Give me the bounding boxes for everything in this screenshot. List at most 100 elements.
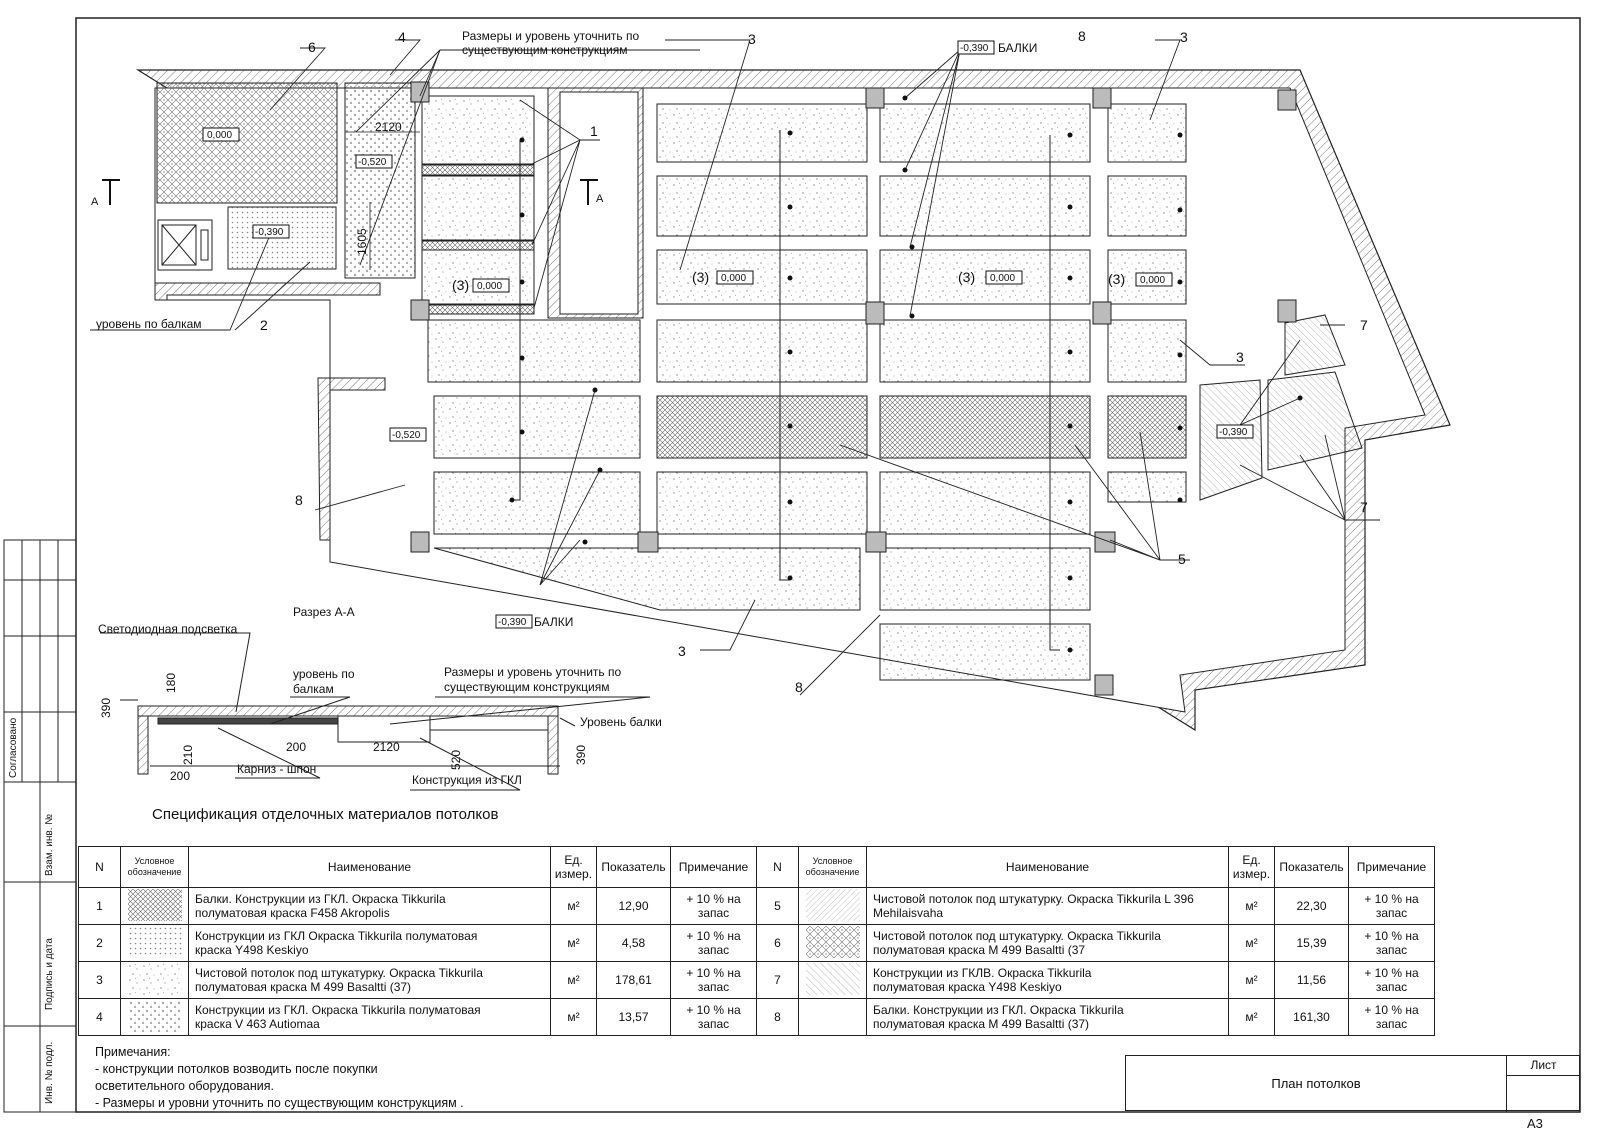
unit-cell: м² <box>550 924 597 962</box>
row-number: 3 <box>78 961 121 999</box>
material-name: Конструкции из ГКЛ. Окраска Tikkurila по… <box>188 998 551 1036</box>
notes-line: - Размеры и уровни уточнить по существую… <box>95 1096 464 1110</box>
level-points <box>509 95 1303 653</box>
dim-1605: 1605 <box>355 228 369 255</box>
th-name: Наименование <box>188 846 551 888</box>
section-gkl: Конструкция из ГКЛ <box>412 773 522 787</box>
ceiling-panels <box>427 103 1187 681</box>
note-clarify-l2: существующим конструкциям <box>462 43 627 57</box>
label-8-bottom: 8 <box>795 679 803 695</box>
material-swatch <box>127 888 182 921</box>
dim-2120: 2120 <box>375 120 402 134</box>
unit-cell: м² <box>1228 998 1275 1036</box>
paren3-a: (3) <box>452 277 469 293</box>
label-5: 5 <box>1178 551 1186 567</box>
sheet-format: А3 <box>1527 1116 1543 1131</box>
value-cell: 4,58 <box>596 924 671 962</box>
level-tag: 0,000 <box>1140 275 1165 286</box>
symbol-cell <box>120 887 189 925</box>
level-tag: 0,000 <box>721 273 746 284</box>
label-3-right: 3 <box>1180 29 1188 45</box>
sheet-cell: Лист <box>1506 1056 1580 1112</box>
th-value: Показатель <box>1274 846 1349 888</box>
material-name: Чистовой потолок под штукатурку. Окраска… <box>866 924 1229 962</box>
material-swatch <box>805 962 860 995</box>
row-number: 7 <box>756 961 799 999</box>
material-name: Конструкции из ГКЛ Окраска Tikkurila пол… <box>188 924 551 962</box>
floor-plan <box>90 39 1451 732</box>
level-tag: -0,390 <box>255 227 284 238</box>
section-clarify-l1: Размеры и уровень уточнить по <box>444 665 622 679</box>
th-note: Примечание <box>670 846 757 888</box>
row-number: 6 <box>756 924 799 962</box>
row-number: 4 <box>78 998 121 1036</box>
label-4: 4 <box>398 29 406 45</box>
symbol-cell <box>798 924 867 962</box>
level-tag: -0,390 <box>1219 427 1248 438</box>
row-number: 5 <box>756 887 799 925</box>
section-d390a: 390 <box>99 698 113 718</box>
paren3-c: (3) <box>958 269 975 285</box>
unit-cell: м² <box>1228 961 1275 999</box>
material-swatch <box>127 962 182 995</box>
section-d180: 180 <box>164 673 178 693</box>
leaders <box>90 39 1380 696</box>
label-7-top: 7 <box>1360 317 1368 333</box>
paren3-b: (3) <box>692 269 709 285</box>
th-value: Показатель <box>596 846 671 888</box>
th-note: Примечание <box>1348 846 1435 888</box>
level-tag: -0,390 <box>960 43 989 54</box>
section-d200a: 200 <box>286 740 306 754</box>
side-inv-vzam: Взам. инв. № <box>44 814 55 876</box>
section-cornice: Карниз - шпон <box>237 762 316 776</box>
note-clarify-l1: Размеры и уровень уточнить по <box>462 29 640 43</box>
section-title: Разрез А-А <box>293 605 355 619</box>
label-8-top: 8 <box>1078 28 1086 44</box>
symbol-cell <box>120 998 189 1036</box>
level-tag: 0,000 <box>990 273 1015 284</box>
section-mark-left: А <box>91 196 99 208</box>
material-swatch <box>805 888 860 921</box>
th-name: Наименование <box>866 846 1229 888</box>
notes-line: - конструкции потолков возводить после п… <box>95 1062 378 1076</box>
drawing-title: План потолков <box>1271 1076 1361 1091</box>
columns <box>410 81 1297 696</box>
section-level-l2: балкам <box>293 682 334 696</box>
value-cell: 11,56 <box>1274 961 1349 999</box>
spec-title: Спецификация отделочных материалов потол… <box>152 806 499 823</box>
symbol-cell <box>798 961 867 999</box>
label-2: 2 <box>260 317 268 333</box>
section-d390b: 390 <box>574 745 588 765</box>
th-n: N <box>756 846 799 888</box>
notes: Примечания: - конструкции потолков возво… <box>95 1044 464 1112</box>
symbol-cell <box>798 998 867 1036</box>
elevator-icon <box>157 219 213 271</box>
zone-6 <box>156 82 338 204</box>
section-aa: Разрез А-А Светодиодная подсветка уровен… <box>98 605 662 791</box>
level-tag: -0,520 <box>358 157 387 168</box>
section-level-l1: уровень по <box>293 667 355 681</box>
label-3-corner: 3 <box>1236 349 1244 365</box>
table-row: 2 Конструкции из ГКЛ Окраска Tikkurila по… <box>78 924 1435 962</box>
unit-cell: м² <box>1228 924 1275 962</box>
level-tags: 0,000 -0,520 -0,390 0,000 0,000 0,000 0,… <box>202 40 1254 629</box>
section-d200b: 200 <box>170 769 190 783</box>
material-name: Чистовой потолок под штукатурку. Окраска… <box>188 961 551 999</box>
plan-labels: Размеры и уровень уточнить по существующ… <box>91 28 1368 695</box>
material-name: Балки. Конструкции из ГКЛ. Окраска Tikku… <box>866 998 1229 1036</box>
material-swatch <box>127 925 182 958</box>
side-agreed: Согласовано <box>8 717 19 778</box>
section-led: Светодиодная подсветка <box>98 622 238 636</box>
value-cell: 13,57 <box>596 998 671 1036</box>
unit-cell: м² <box>550 961 597 999</box>
section-beam-level: Уровень балки <box>580 715 662 729</box>
row-number: 2 <box>78 924 121 962</box>
